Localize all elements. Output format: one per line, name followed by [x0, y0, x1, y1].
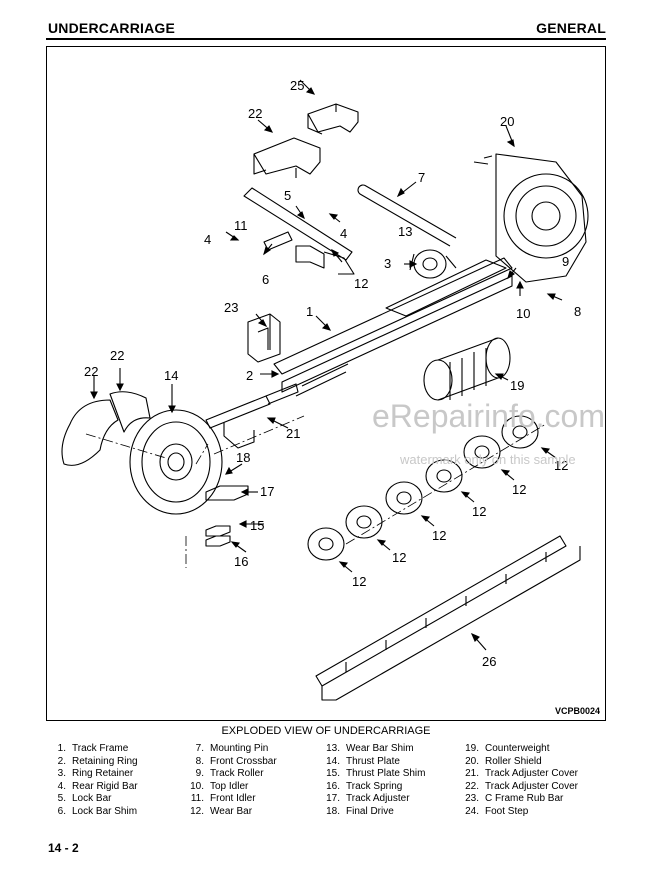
figure-frame — [46, 46, 606, 721]
roller-parts — [307, 415, 539, 561]
category-title: GENERAL — [536, 20, 606, 36]
callout-24: 22 — [248, 106, 262, 121]
legend-item: 18.Final Drive — [326, 805, 394, 817]
legend-item: 24.Foot Step — [465, 805, 529, 817]
callout-arrows — [90, 79, 563, 651]
figure-caption: EXPLODED VIEW OF UNDERCARRIAGE — [221, 725, 431, 737]
callout-12f: 12 — [352, 574, 366, 589]
axis-lines — [85, 415, 547, 568]
callout-18: 18 — [236, 450, 250, 465]
callout-19: 19 — [510, 378, 524, 393]
pin-part-6 — [357, 184, 457, 247]
legend-item: 3.Ring Retainer — [57, 768, 134, 780]
cover-part-24 — [253, 137, 321, 178]
shim-part-17 — [205, 485, 249, 501]
legend-item: 22.Track Adjuster Cover — [465, 780, 578, 792]
callout-22a: 22 — [110, 348, 124, 363]
callout-20: 21 — [286, 426, 300, 441]
legend-item: 19.Counterweight — [465, 743, 550, 754]
shim-part-15 — [205, 525, 231, 547]
callout-21: 20 — [500, 114, 514, 129]
rub-bar-part-26 — [315, 535, 581, 701]
watermark-subtext: watermark only on this sample — [400, 452, 576, 467]
legend-item: 17.Track Adjuster — [326, 793, 410, 805]
callout-26: 26 — [482, 654, 496, 669]
figure-code: VCPB0024 — [554, 706, 600, 716]
crossbar-part-11 — [243, 187, 355, 275]
exploded-view-drawing: 25 22 20 7 5 4 11 4 6 13 3 12 9 8 10 1 2… — [61, 78, 589, 701]
callout-6: 7 — [418, 170, 425, 185]
legend-item: 8.Front Crossbar — [195, 755, 277, 767]
legend-item: 7.Mounting Pin — [195, 743, 269, 754]
legend-column-3: 13.Wear Bar Shim 14.Thrust Plate 15.Thru… — [322, 743, 425, 819]
bracket-part-23 — [247, 313, 281, 363]
callout-11: 12 — [354, 276, 368, 291]
callout-5b: 6 — [262, 272, 269, 287]
legend-item: 12.Wear Bar — [190, 805, 253, 817]
callout-9: 10 — [516, 306, 530, 321]
legend-item: 21.Track Adjuster Cover — [465, 768, 578, 780]
final-drive-part — [473, 153, 589, 283]
callout-23: 23 — [224, 300, 238, 315]
cover-part-22 — [61, 391, 151, 466]
legend-column-2: 7.Mounting Pin 8.Front Crossbar 9.Track … — [186, 743, 277, 819]
callout-22b: 22 — [84, 364, 98, 379]
callout-4a: 4 — [340, 226, 347, 241]
callout-7: 8 — [574, 304, 581, 319]
callout-8: 9 — [562, 254, 569, 269]
legend-item: 5.Lock Bar — [57, 793, 112, 805]
callout-16: 16 — [234, 554, 248, 569]
legend-item: 14.Thrust Plate — [326, 755, 400, 767]
callout-1: 1 — [306, 304, 313, 319]
callout-17: 17 — [260, 484, 274, 499]
legend-item: 16.Track Spring — [326, 780, 403, 792]
header-rule — [46, 38, 606, 40]
callout-12a: 12 — [554, 458, 568, 473]
callout-12c: 12 — [472, 504, 486, 519]
callout-10: 11 — [234, 218, 248, 233]
callout-25: 25 — [290, 78, 304, 93]
pin-part-10 — [263, 231, 293, 251]
adjuster-part-20 — [205, 383, 299, 449]
callout-12d: 12 — [432, 528, 446, 543]
legend-column-1: 1.Track Frame 2.Retaining Ring 3.Ring Re… — [48, 743, 138, 819]
callout-12b: 12 — [512, 482, 526, 497]
legend-item: 11.Front Idler — [190, 793, 256, 805]
callout-13: 13 — [398, 224, 412, 239]
track-spring-part — [423, 337, 511, 401]
callout-3: 3 — [384, 256, 391, 271]
callout-2: 2 — [246, 368, 253, 383]
legend-item: 23.C Frame Rub Bar — [465, 793, 564, 805]
track-frame-part — [273, 257, 513, 397]
legend-item: 15.Thrust Plate Shim — [326, 768, 426, 780]
legend-item: 9.Track Roller — [195, 768, 264, 780]
callout-15: 15 — [250, 518, 264, 533]
cover-part-25 — [307, 103, 359, 135]
legend-item: 20.Roller Shield — [465, 755, 542, 767]
watermark-text: eRepairinfo.com — [372, 398, 605, 434]
legend-item: 13.Wear Bar Shim — [326, 743, 414, 754]
legend-item: 6.Lock Bar Shim — [57, 805, 138, 817]
page-number: 14 - 2 — [48, 841, 79, 855]
legend-column-4: 19.Counterweight 20.Roller Shield 21.Tra… — [461, 743, 578, 819]
callout-14: 14 — [164, 368, 178, 383]
legend-item: 10.Top Idler — [190, 780, 249, 792]
idler-wheel-part — [129, 409, 223, 515]
callout-12e: 12 — [392, 550, 406, 565]
legend-item: 4.Rear Rigid Bar — [57, 780, 138, 792]
legend-item: 1.Track Frame — [57, 743, 129, 754]
callout-4b: 4 — [204, 232, 211, 247]
callout-5a: 5 — [284, 188, 291, 203]
legend-item: 2.Retaining Ring — [57, 755, 138, 767]
section-title: UNDERCARRIAGE — [48, 20, 176, 36]
